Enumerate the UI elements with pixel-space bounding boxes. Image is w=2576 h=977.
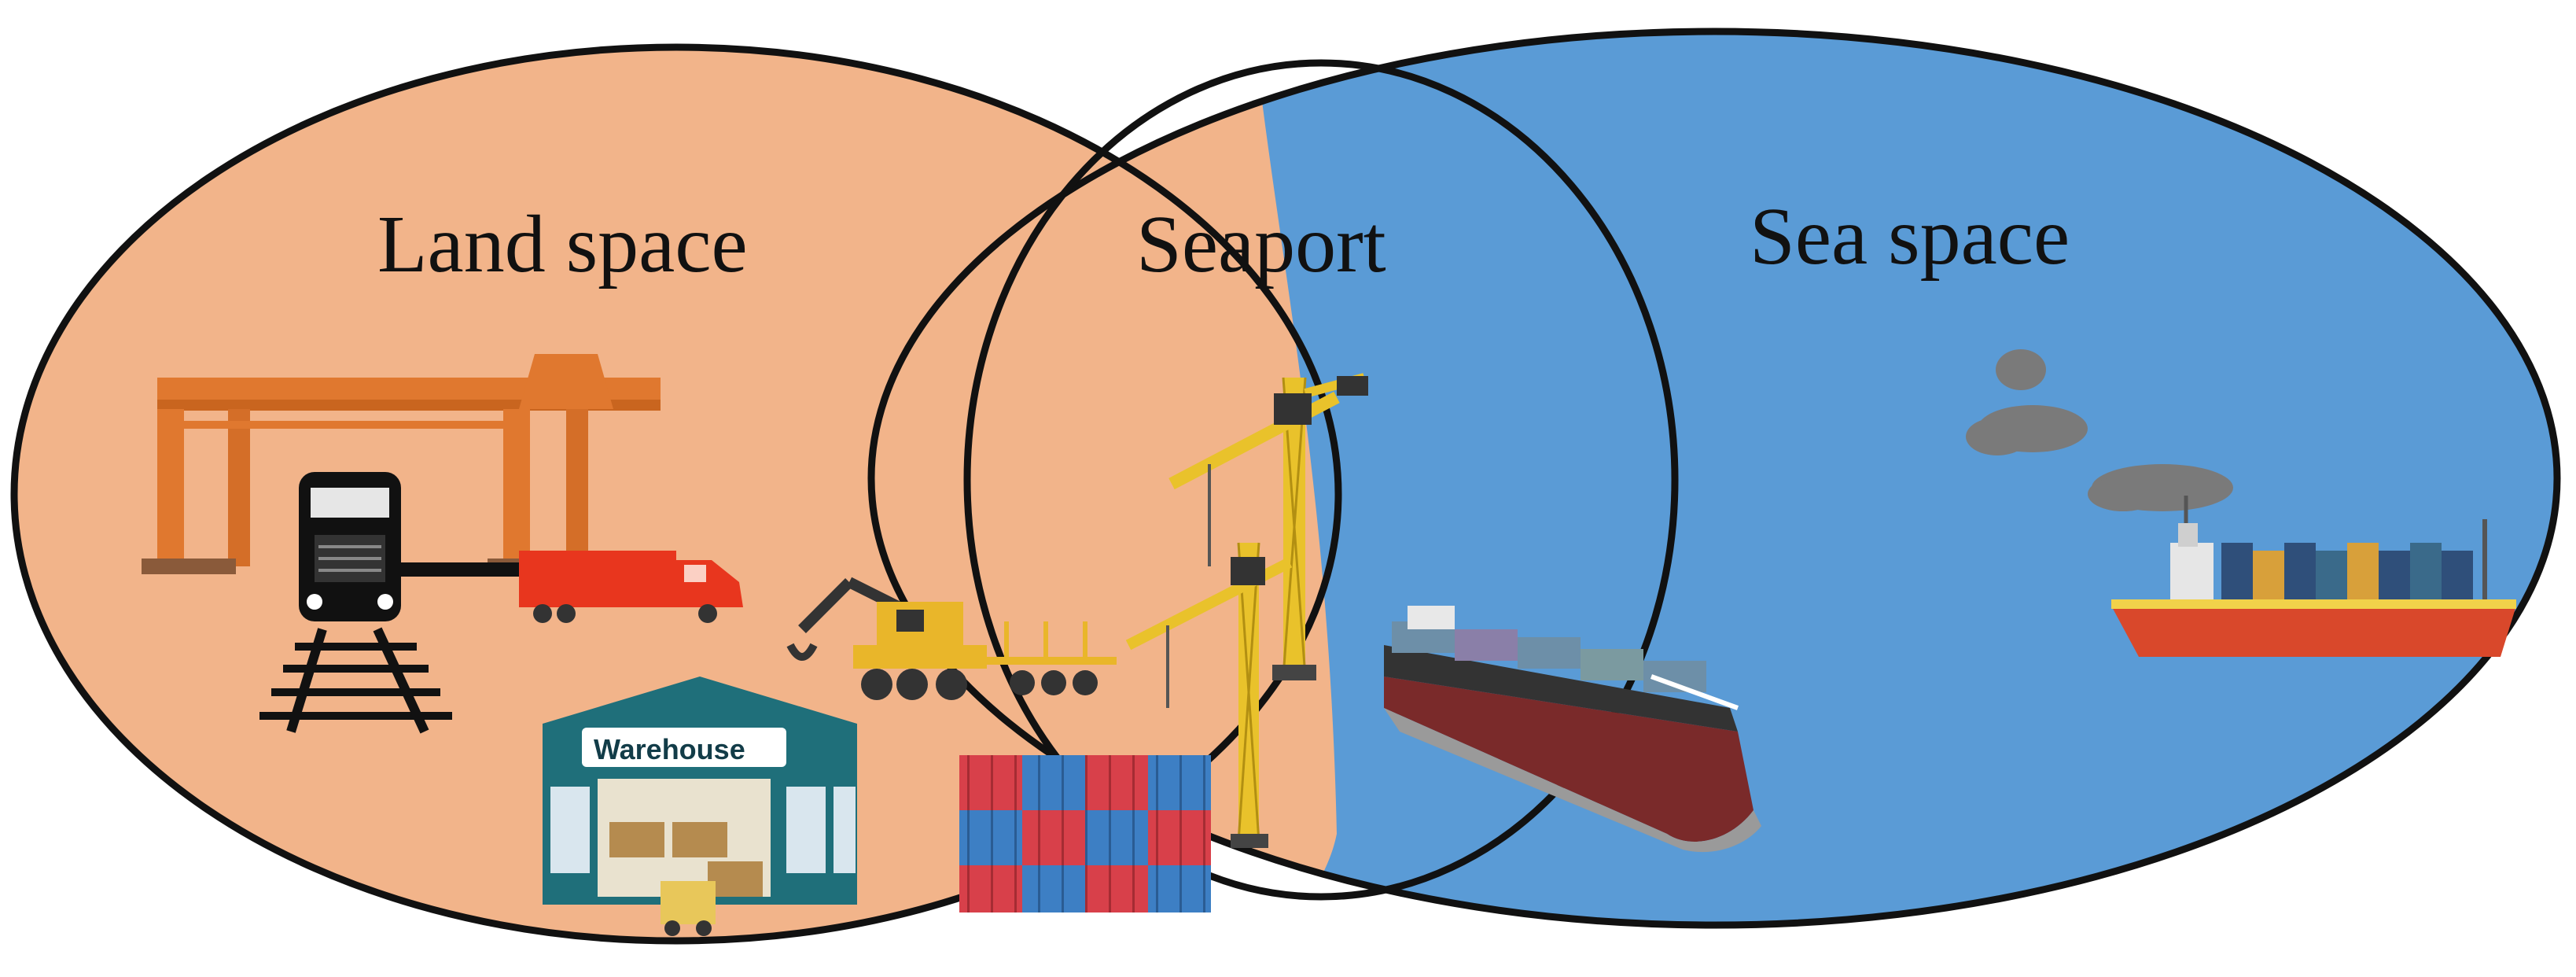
truck-icon bbox=[519, 551, 743, 623]
loader-icon bbox=[786, 577, 1117, 700]
seaport-label: Seaport bbox=[1136, 199, 1386, 289]
smoke-icon bbox=[1966, 349, 2233, 511]
containers-icon bbox=[959, 755, 1211, 912]
tower-crane-icon bbox=[1125, 373, 1368, 848]
container-ship-icon bbox=[1384, 606, 1761, 853]
venn-outlines bbox=[10, 28, 2561, 945]
locomotive-icon bbox=[259, 472, 519, 734]
warehouse-icon: Warehouse bbox=[543, 677, 857, 936]
cargo-ship-icon bbox=[2111, 496, 2516, 657]
land-space-label: Land space bbox=[377, 199, 748, 289]
sea-space-label: Sea space bbox=[1750, 191, 2070, 282]
gantry-crane-icon bbox=[142, 354, 661, 574]
warehouse-sign: Warehouse bbox=[594, 733, 745, 765]
